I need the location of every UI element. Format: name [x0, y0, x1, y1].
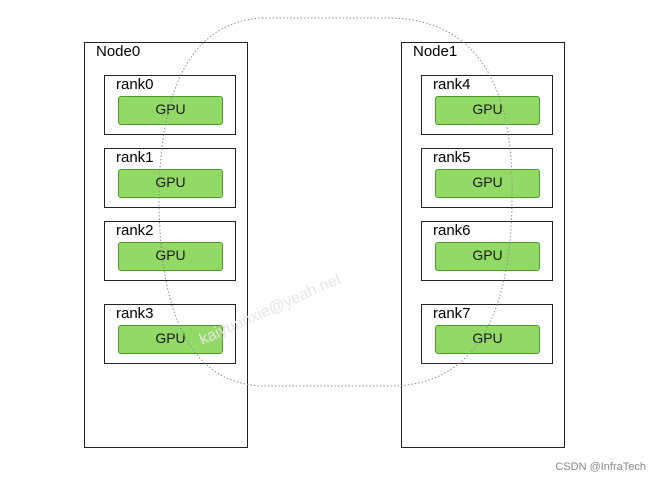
node-1-box: Node1	[401, 42, 565, 448]
rank-4-box: rank4 GPU	[421, 75, 553, 135]
rank-0-box: rank0 GPU	[104, 75, 236, 135]
credit-text: CSDN @InfraTech	[555, 461, 646, 473]
rank-4-gpu: GPU	[435, 96, 540, 125]
rank-7-box: rank7 GPU	[421, 304, 553, 364]
rank-5-box: rank5 GPU	[421, 148, 553, 208]
rank-2-label: rank2	[116, 222, 154, 239]
rank-7-gpu: GPU	[435, 325, 540, 354]
rank-2-gpu: GPU	[118, 242, 223, 271]
node-0-box: Node0	[84, 42, 248, 448]
rank-5-gpu: GPU	[435, 169, 540, 198]
rank-5-label: rank5	[433, 149, 471, 166]
rank-6-gpu: GPU	[435, 242, 540, 271]
node-1-label: Node1	[413, 43, 458, 60]
rank-6-box: rank6 GPU	[421, 221, 553, 281]
rank-3-label: rank3	[116, 305, 154, 322]
rank-1-label: rank1	[116, 149, 154, 166]
rank-6-label: rank6	[433, 222, 471, 239]
rank-4-label: rank4	[433, 76, 471, 93]
rank-2-box: rank2 GPU	[104, 221, 236, 281]
node-0-label: Node0	[96, 43, 141, 60]
rank-7-label: rank7	[433, 305, 471, 322]
rank-0-gpu: GPU	[118, 96, 223, 125]
rank-1-gpu: GPU	[118, 169, 223, 198]
rank-3-gpu: GPU	[118, 325, 223, 354]
rank-1-box: rank1 GPU	[104, 148, 236, 208]
rank-0-label: rank0	[116, 76, 154, 93]
rank-3-box: rank3 GPU	[104, 304, 236, 364]
ring-path	[158, 17, 513, 387]
